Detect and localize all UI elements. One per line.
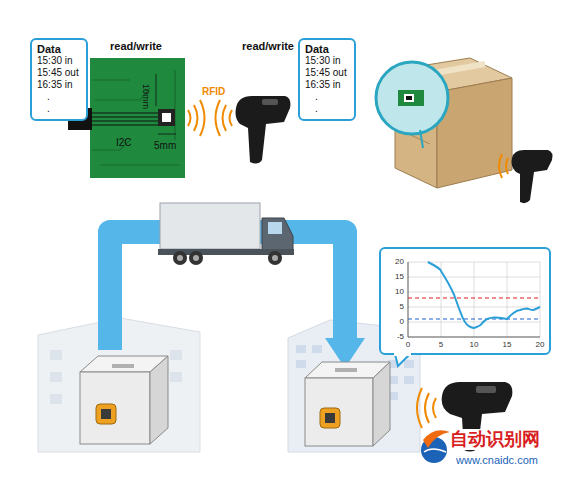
axis-tick: 20	[536, 340, 545, 349]
rfid-waves	[188, 100, 205, 136]
record-line: .	[305, 91, 347, 103]
record-line: 15:30 in	[305, 55, 347, 67]
record-line: 15:45 out	[305, 67, 347, 79]
axis-tick: 10	[470, 340, 479, 349]
watermark: www.cnaidc.com	[455, 454, 539, 467]
axis-tick: 15	[503, 340, 512, 349]
reader-waves-inset	[499, 154, 508, 178]
axis-tick: 10	[395, 287, 404, 296]
axis-tick: 0	[400, 317, 404, 326]
axis-tick: 5	[400, 302, 404, 311]
record-line: 15:30 in	[37, 55, 79, 67]
truck	[158, 203, 294, 265]
axis-tick: 0	[406, 340, 410, 349]
dimension-label: 10mm	[141, 84, 151, 109]
bus-label: I2C	[116, 137, 132, 149]
cooler-box-right	[305, 362, 390, 446]
route-arrow	[110, 232, 345, 350]
axis-tick: 5	[439, 340, 443, 349]
record-line: .	[37, 103, 79, 115]
data-record-box: Data15:30 in15:45 out16:35 in..	[30, 38, 88, 121]
rfid-reader-inset	[512, 150, 553, 203]
axis-tick: 15	[395, 272, 404, 281]
record-line: .	[305, 103, 347, 115]
cooler-box-left	[80, 356, 168, 444]
data-record-box: Data15:30 in15:45 out16:35 in..	[298, 38, 356, 121]
watermark: 自动识别网	[449, 429, 541, 450]
dimension-label: 5mm	[154, 140, 176, 152]
record-line: .	[37, 91, 79, 103]
temperature-chart	[380, 248, 550, 366]
axis-tick: 20	[395, 257, 404, 266]
record-heading: Data	[305, 43, 347, 55]
reader-waves	[216, 100, 233, 136]
operation-label: read/write	[242, 40, 294, 53]
record-line: 16:35 in	[305, 79, 347, 91]
watermark-logo	[421, 430, 450, 463]
technology-label: RFID	[202, 86, 225, 98]
record-line: 16:35 in	[37, 79, 79, 91]
warehouse-right	[288, 320, 420, 452]
record-line: 15:45 out	[37, 67, 79, 79]
reader-waves-bottom	[417, 388, 436, 428]
record-heading: Data	[37, 43, 79, 55]
axis-tick: -5	[397, 332, 404, 341]
rfid-reader	[236, 96, 291, 164]
box-with-tag	[376, 58, 512, 188]
operation-label: read/write	[110, 40, 162, 53]
